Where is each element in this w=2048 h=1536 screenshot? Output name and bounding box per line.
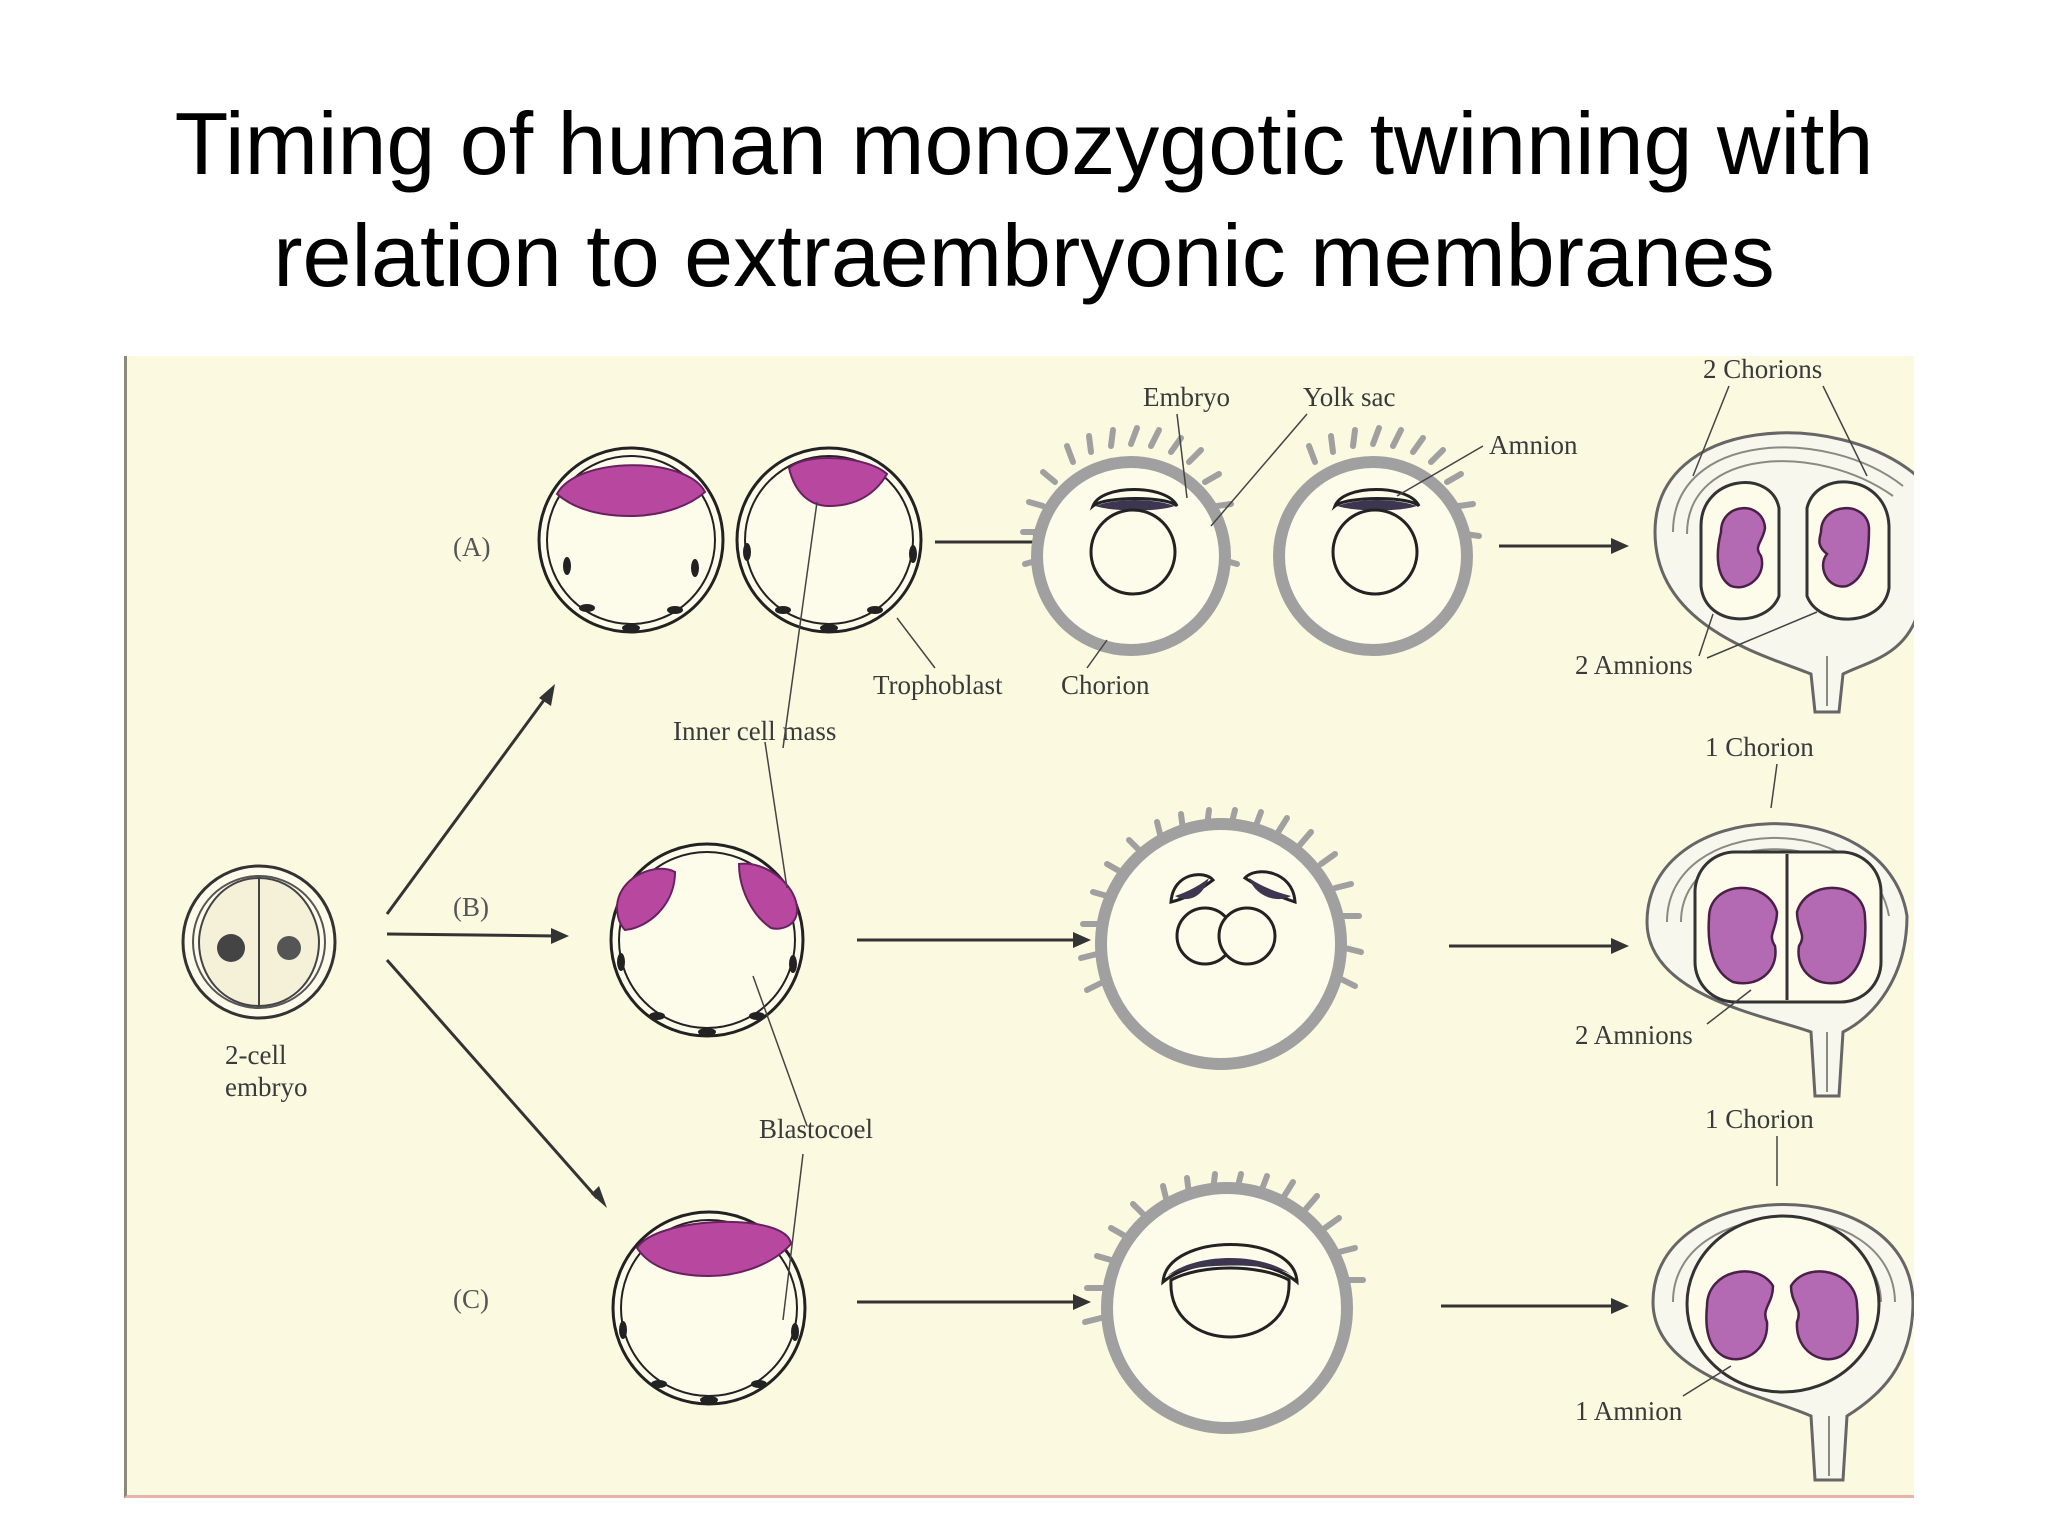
label-a-chorions: 2 Chorions — [1703, 356, 1822, 384]
twinning-diagram: 2-cell embryo (A) (B) (C) — [181, 356, 1914, 1482]
label-chorion: Chorion — [1061, 670, 1150, 700]
row-a-arrow-2 — [1499, 538, 1629, 554]
row-c-arrow-2 — [1441, 1298, 1629, 1314]
row-b-chorion — [1078, 807, 1364, 1070]
label-blastocoel: Blastocoel — [759, 1114, 873, 1144]
row-b-arrow-1 — [857, 932, 1091, 948]
row-a-blastocyst-1 — [537, 446, 725, 634]
label-c-chorion: 1 Chorion — [1705, 1104, 1814, 1134]
row-a-chorion-1 — [1020, 425, 1240, 656]
two-cell-embryo — [181, 864, 337, 1020]
row-c-uterus — [1651, 1203, 1914, 1482]
two-cell-label-line-2: embryo — [225, 1072, 307, 1102]
figure-panel: 2-cell embryo (A) (B) (C) — [124, 356, 1914, 1498]
label-c-amnion: 1 Amnion — [1575, 1396, 1683, 1426]
row-label-b: (B) — [453, 892, 489, 922]
row-a-leader-lines — [782, 385, 1868, 749]
row-label-c: (C) — [453, 1284, 489, 1314]
branch-arrows — [385, 684, 607, 1208]
row-label-a: (A) — [453, 532, 490, 562]
row-a-uterus — [1653, 431, 1914, 714]
row-a-blastocyst-2 — [735, 446, 923, 634]
label-inner-cell-mass: Inner cell mass — [673, 716, 836, 746]
row-b-blastocyst — [609, 842, 805, 1038]
row-c-arrow-1 — [857, 1294, 1091, 1310]
row-c-chorion — [1082, 1171, 1366, 1434]
two-cell-label-line-1: 2-cell — [225, 1040, 286, 1070]
label-b-amnions: 2 Amnions — [1575, 1020, 1693, 1050]
label-a-amnions: 2 Amnions — [1575, 650, 1693, 680]
label-yolk-sac: Yolk sac — [1303, 382, 1396, 412]
label-trophoblast: Trophoblast — [873, 670, 1003, 700]
row-c-leader-lines — [1682, 1136, 1778, 1397]
row-b-arrow-2 — [1449, 938, 1629, 954]
row-b-leader-lines — [752, 741, 1778, 1127]
label-amnion: Amnion — [1489, 430, 1578, 460]
label-b-chorion: 1 Chorion — [1705, 732, 1814, 762]
row-b-uterus — [1645, 822, 1909, 1098]
row-a-chorion-2 — [1273, 425, 1482, 656]
title-line-2: relation to extraembryonic membranes — [273, 206, 1775, 305]
label-embryo: Embryo — [1143, 382, 1230, 412]
slide-title: Timing of human monozygotic twinning wit… — [0, 88, 2048, 312]
title-line-1: Timing of human monozygotic twinning wit… — [174, 94, 1874, 193]
row-c-blastocyst — [611, 1210, 807, 1406]
blastocoel-leader-line — [782, 1153, 804, 1321]
